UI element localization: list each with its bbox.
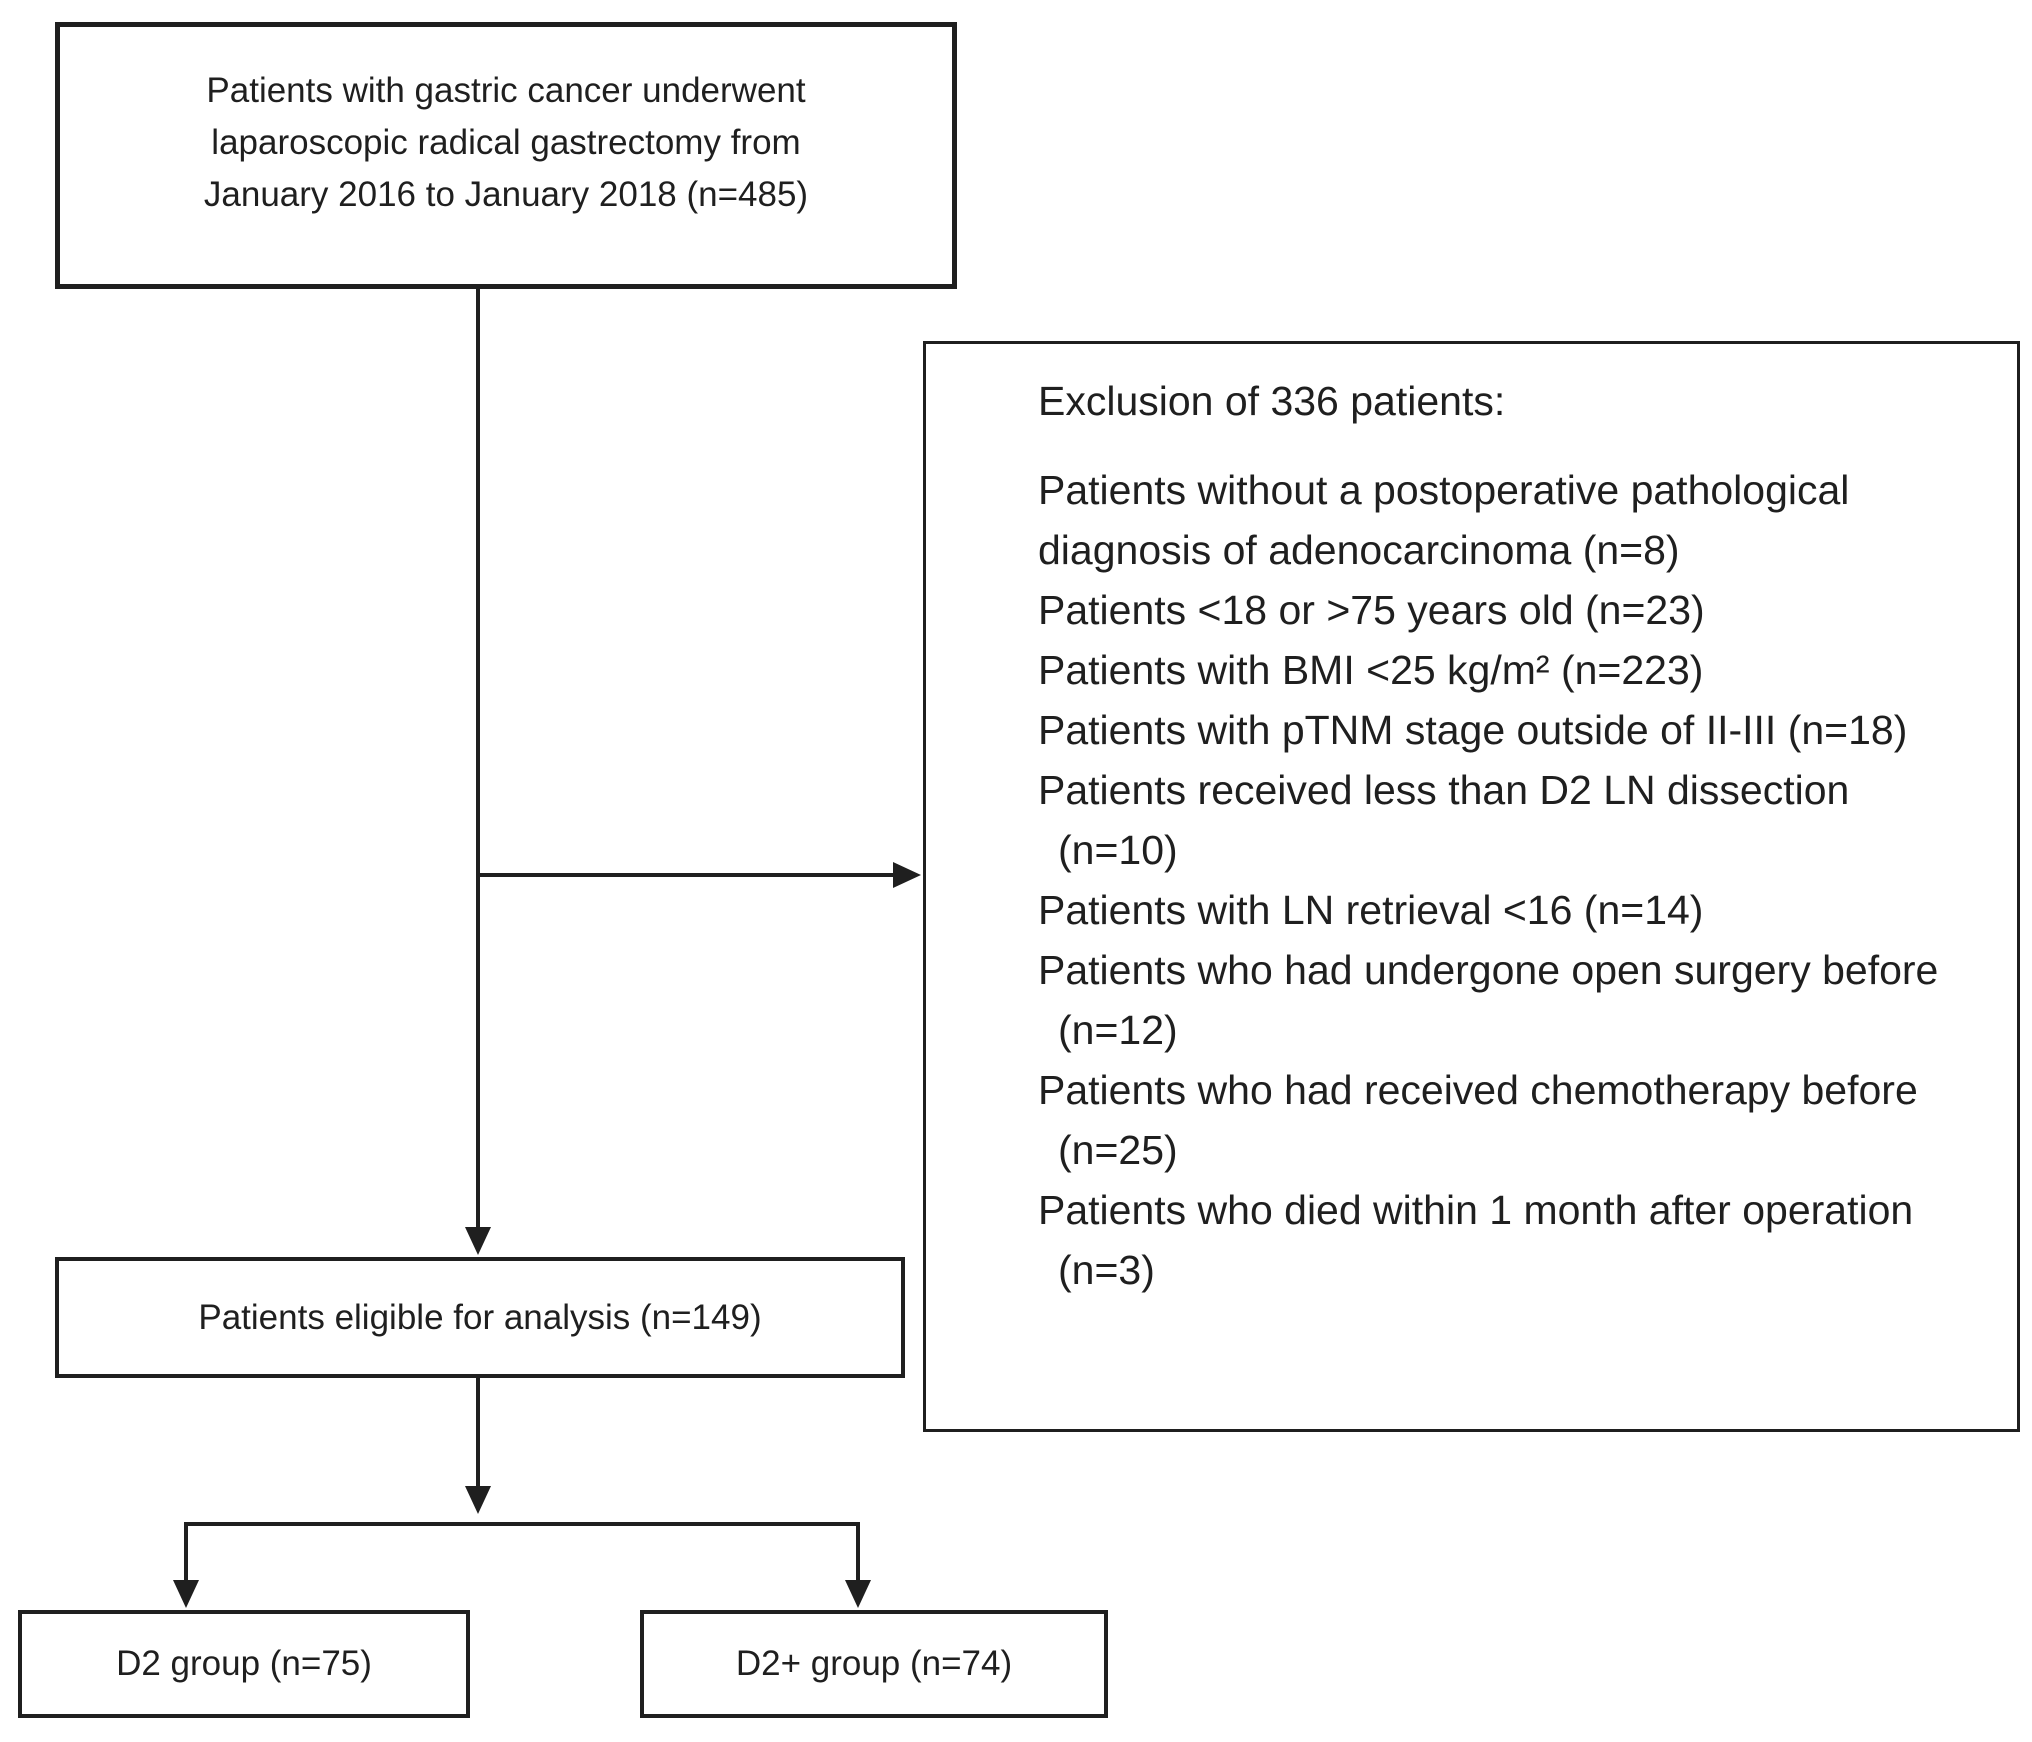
initial-cohort-line: laparoscopic radical gastrectomy from [211, 123, 801, 162]
exclusion-item-line: Patients with pTNM stage outside of II-I… [1038, 707, 1908, 753]
d2plus-group-box: D2+ group (n=74) [640, 1610, 1108, 1718]
arrowhead-into-exclusion-icon [893, 862, 921, 888]
exclusion-item-line: Patients who died within 1 month after o… [1038, 1187, 1914, 1233]
exclusion-item-count-line: (n=25) [1058, 1127, 1178, 1173]
arrowhead-into-d2plus-icon [845, 1580, 871, 1608]
exclusion-item-line: Patients who had undergone open surgery … [1038, 947, 1939, 993]
arrowhead-into-d2-icon [173, 1580, 199, 1608]
exclusion-header: Exclusion of 336 patients: [1038, 378, 1506, 424]
exclusion-item-count-line: (n=10) [1058, 827, 1178, 873]
initial-cohort-box: Patients with gastric cancer underwent l… [55, 22, 957, 289]
exclusion-item-line: Patients with LN retrieval <16 (n=14) [1038, 887, 1704, 933]
arrowhead-into-eligible-icon [465, 1227, 491, 1255]
exclusion-box: Exclusion of 336 patients: Patients with… [923, 341, 2020, 1432]
initial-cohort-line: Patients with gastric cancer underwent [206, 71, 806, 110]
initial-cohort-line: January 2016 to January 2018 (n=485) [203, 175, 809, 214]
exclusion-item-line: Patients who had received chemotherapy b… [1038, 1067, 1918, 1113]
eligible-label: Patients eligible for analysis (n=149) [198, 1297, 762, 1337]
d2plus-group-label: D2+ group (n=74) [735, 1644, 1013, 1683]
arrowhead-to-split-icon [465, 1486, 491, 1514]
d2-group-box: D2 group (n=75) [18, 1610, 470, 1718]
exclusion-item-list: Patients without a postoperative patholo… [1038, 460, 1987, 1300]
exclusion-item-count-line: (n=3) [1058, 1247, 1155, 1293]
exclusion-item-line: Patients without a postoperative patholo… [1038, 467, 1850, 513]
exclusion-item-line: Patients received less than D2 LN dissec… [1038, 767, 1850, 813]
d2-group-label: D2 group (n=75) [116, 1644, 372, 1683]
exclusion-item-line: Patients <18 or >75 years old (n=23) [1038, 587, 1705, 633]
exclusion-item-line: diagnosis of adenocarcinoma (n=8) [1038, 527, 1680, 573]
exclusion-item-count-line: (n=12) [1058, 1007, 1178, 1053]
exclusion-item-line: Patients with BMI <25 kg/m² (n=223) [1038, 647, 1704, 693]
eligible-box: Patients eligible for analysis (n=149) [55, 1257, 905, 1378]
